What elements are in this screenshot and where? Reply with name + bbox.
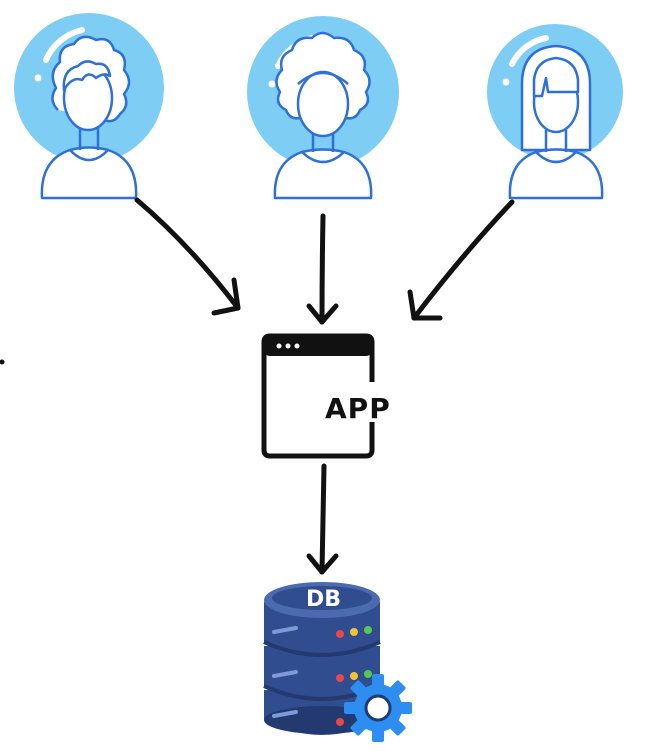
app-label: APP bbox=[325, 392, 391, 425]
user-curly-hair-icon bbox=[14, 13, 164, 200]
arrow-user1-to-app bbox=[134, 197, 241, 316]
arrow-user3-to-app bbox=[407, 199, 515, 321]
arrow-user2-to-app bbox=[306, 213, 339, 325]
user-long-hair-icon bbox=[487, 24, 623, 200]
db-label: DB bbox=[306, 587, 341, 612]
stray-dot bbox=[0, 359, 5, 365]
user-afro-icon bbox=[247, 16, 399, 200]
arrow-app-to-db bbox=[306, 463, 339, 575]
app-window-icon: APP bbox=[261, 333, 391, 459]
gear-icon bbox=[344, 674, 412, 742]
